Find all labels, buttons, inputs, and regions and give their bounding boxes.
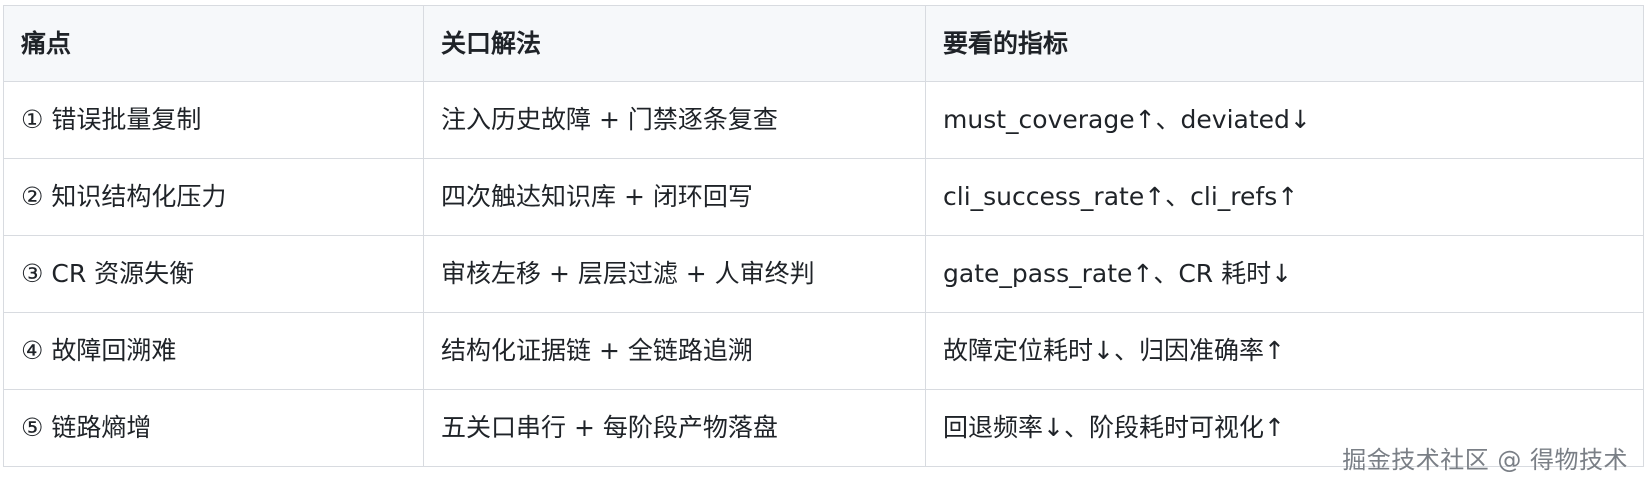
- cell-gate-solution: 五关口串行 + 每阶段产物落盘: [423, 389, 926, 467]
- cell-pain-point: ② 知识结构化压力: [3, 158, 424, 236]
- table-header: 痛点 关口解法 要看的指标: [3, 5, 1644, 82]
- header-gate-solution: 关口解法: [423, 5, 926, 82]
- cell-gate-solution: 四次触达知识库 + 闭环回写: [423, 158, 926, 236]
- cell-pain-point: ③ CR 资源失衡: [3, 235, 424, 313]
- summary-table: 痛点 关口解法 要看的指标 ① 错误批量复制 注入历史故障 + 门禁逐条复查 m…: [3, 5, 1644, 467]
- cell-pain-point: ① 错误批量复制: [3, 81, 424, 159]
- header-metrics: 要看的指标: [925, 5, 1644, 82]
- cell-metrics: 回退频率↓、阶段耗时可视化↑: [925, 389, 1644, 467]
- cell-gate-solution: 审核左移 + 层层过滤 + 人审终判: [423, 235, 926, 313]
- cell-pain-point: ④ 故障回溯难: [3, 312, 424, 390]
- cell-gate-solution: 注入历史故障 + 门禁逐条复查: [423, 81, 926, 159]
- summary-table-container: 痛点 关口解法 要看的指标 ① 错误批量复制 注入历史故障 + 门禁逐条复查 m…: [3, 5, 1644, 467]
- cell-metrics: must_coverage↑、deviated↓: [925, 81, 1644, 159]
- cell-metrics: cli_success_rate↑、cli_refs↑: [925, 158, 1644, 236]
- cell-pain-point: ⑤ 链路熵增: [3, 389, 424, 467]
- table-body: ① 错误批量复制 注入历史故障 + 门禁逐条复查 must_coverage↑、…: [3, 81, 1644, 467]
- table-row: ① 错误批量复制 注入历史故障 + 门禁逐条复查 must_coverage↑、…: [3, 81, 1644, 159]
- header-pain-point: 痛点: [3, 5, 424, 82]
- table-row: ③ CR 资源失衡 审核左移 + 层层过滤 + 人审终判 gate_pass_r…: [3, 235, 1644, 313]
- header-row: 痛点 关口解法 要看的指标: [3, 5, 1644, 82]
- table-row: ④ 故障回溯难 结构化证据链 + 全链路追溯 故障定位耗时↓、归因准确率↑: [3, 312, 1644, 390]
- table-row: ⑤ 链路熵增 五关口串行 + 每阶段产物落盘 回退频率↓、阶段耗时可视化↑: [3, 389, 1644, 467]
- cell-metrics: 故障定位耗时↓、归因准确率↑: [925, 312, 1644, 390]
- table-row: ② 知识结构化压力 四次触达知识库 + 闭环回写 cli_success_rat…: [3, 158, 1644, 236]
- cell-metrics: gate_pass_rate↑、CR 耗时↓: [925, 235, 1644, 313]
- cell-gate-solution: 结构化证据链 + 全链路追溯: [423, 312, 926, 390]
